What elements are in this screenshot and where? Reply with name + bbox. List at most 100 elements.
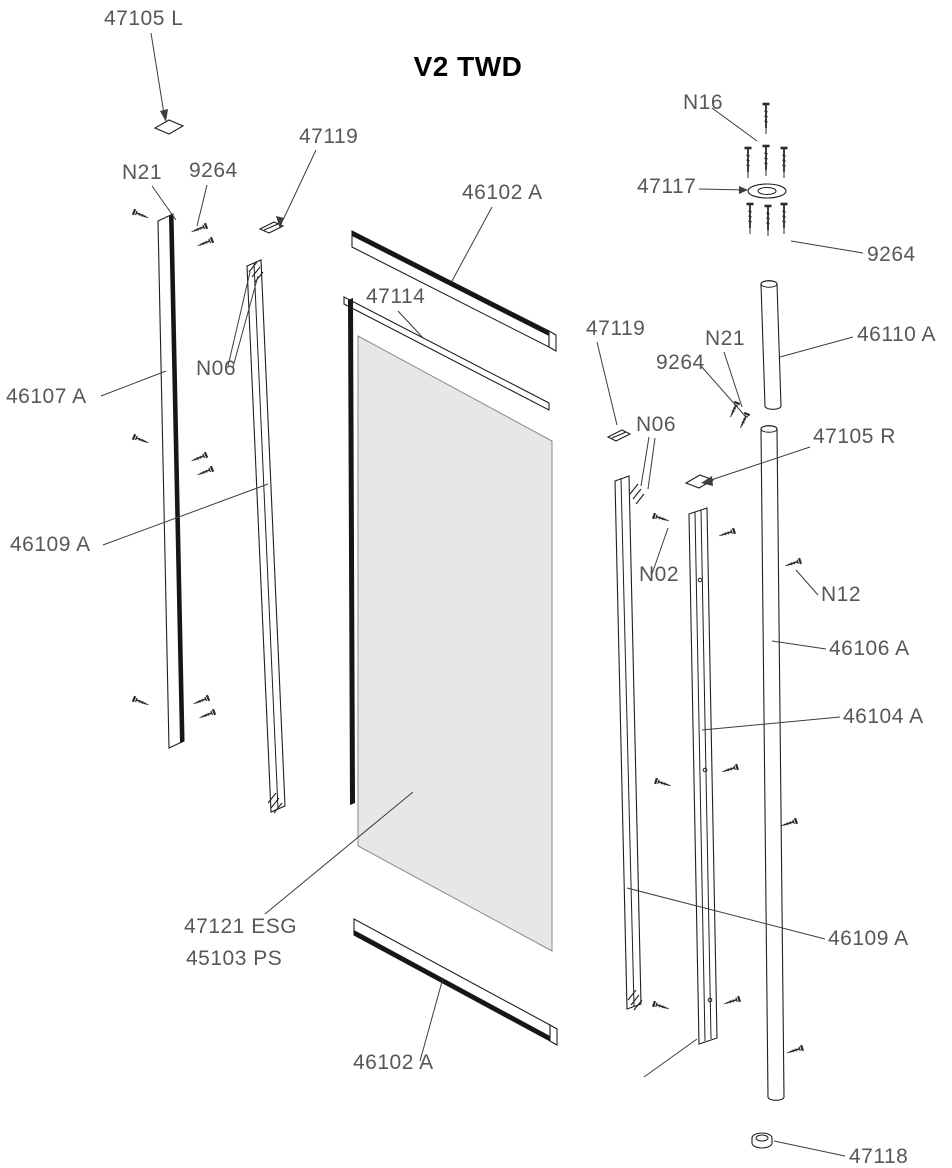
leader-n06-right-1 (640, 436, 650, 487)
part-plate-47117 (747, 183, 787, 199)
part-clip-47119-left (258, 221, 285, 234)
screw-icon (189, 222, 209, 236)
screw-icon (726, 400, 741, 420)
label-46109a-left: 46109 A (10, 533, 91, 556)
screw-icon (131, 433, 151, 447)
part-tube-46110A (760, 280, 782, 410)
screw-icon (722, 995, 742, 1008)
label-47118: 47118 (849, 1145, 908, 1168)
screw-icon (131, 695, 151, 709)
screw-icon (736, 411, 751, 431)
leader-47114 (397, 310, 425, 340)
part-bottom-rail-46102A (353, 918, 558, 1046)
screw-icon (720, 763, 740, 776)
part-cap-47105L (153, 119, 185, 135)
screw-icon (779, 817, 799, 830)
leader-46106a (771, 640, 827, 650)
part-profile-46104A (651, 507, 742, 1045)
part-wall-profile-46107A (131, 208, 217, 749)
part-glass-panel-47121 (357, 335, 553, 952)
label-46109a-right: 46109 A (828, 927, 909, 950)
diagram-title: V2 TWD (414, 51, 523, 82)
screw-icon (783, 557, 803, 570)
part-gasket-47114 (343, 296, 550, 805)
part-clamp-strip-46109A-left (246, 259, 286, 814)
label-n02: N02 (639, 563, 679, 586)
screw-icon (195, 465, 215, 479)
label-45103-ps: 45103 PS (186, 947, 282, 970)
leader-47119-right (596, 341, 618, 426)
part-fastener-stack-N16 (743, 102, 789, 238)
screw-icon (131, 208, 151, 222)
screw-icon (761, 102, 771, 136)
label-n16: N16 (683, 91, 723, 114)
screw-icon (745, 202, 755, 236)
leader-n06-right-2 (647, 437, 656, 490)
part-clip-47119-right (606, 429, 632, 442)
screw-icon (761, 144, 771, 178)
leader-n06-left-1 (227, 271, 251, 367)
label-47119-right: 47119 (586, 317, 645, 340)
leader-47105-l (150, 32, 165, 115)
label-46104a: 46104 A (843, 705, 924, 728)
leader-n02 (651, 527, 669, 575)
screw-icon (189, 451, 209, 465)
label-9264-midright: 9264 (656, 351, 705, 374)
leader-n06-left-2 (232, 275, 259, 368)
screw-icon (779, 146, 789, 180)
leader-arrow (739, 186, 748, 194)
leader-46109a-right (626, 887, 826, 940)
label-9264-topright: 9264 (867, 243, 916, 266)
screw-icon (653, 777, 673, 790)
leader-47105r (707, 446, 811, 482)
label-47119-left: 47119 (299, 125, 358, 148)
leader-46102a-top (451, 206, 493, 282)
leader-n12 (795, 569, 819, 596)
label-n21-left: N21 (122, 161, 162, 184)
part-tube-46106A (760, 425, 805, 1101)
labels: V2 TWD 47105 L N16 47119 N21 9264 47117 … (6, 7, 936, 1168)
leader-9264-left (196, 184, 208, 227)
leader-46109a-left (102, 483, 269, 546)
screw-icon (763, 204, 773, 238)
label-46102a-bottom: 46102 A (353, 1051, 434, 1074)
leader-lower-right (643, 1038, 698, 1078)
part-top-rail-46102A (351, 230, 557, 352)
part-gap-screws (726, 400, 751, 431)
leader-n21-left (151, 185, 177, 221)
screw-icon (717, 527, 737, 540)
screw-icon (195, 236, 215, 250)
screw-icon (651, 1000, 671, 1013)
label-n12: N12 (821, 583, 861, 606)
leader-arrow (160, 109, 168, 122)
screw-icon (785, 1044, 805, 1057)
screw-icon (651, 512, 671, 525)
leader-47119-left (282, 149, 317, 221)
leader-arrow (701, 476, 713, 486)
leader-46102a-bottom (419, 977, 444, 1062)
label-47114: 47114 (366, 285, 425, 308)
leader-9264-topright (790, 240, 864, 254)
leader-46110a (779, 336, 854, 358)
leader-arrow (276, 216, 284, 229)
leader-lines (100, 32, 864, 1157)
leader-9264-midright (700, 365, 747, 418)
part-cap-47105R (684, 474, 715, 489)
part-cap-47118 (751, 1132, 773, 1149)
leader-n21-right (723, 351, 743, 408)
label-46106a: 46106 A (829, 637, 910, 660)
label-n21-right: N21 (705, 327, 745, 350)
label-47117: 47117 (637, 175, 696, 198)
leader-47117 (698, 188, 747, 191)
screw-icon (743, 146, 753, 180)
label-47105-r: 47105 R (813, 425, 896, 448)
label-46110a: 46110 A (857, 323, 936, 346)
label-47121-esg: 47121 ESG (184, 915, 297, 938)
leader-n16 (711, 107, 758, 142)
leader-47121 (264, 791, 414, 915)
label-46102a-top: 46102 A (462, 181, 543, 204)
label-n06-left: N06 (196, 357, 236, 380)
screw-icon (197, 708, 217, 722)
